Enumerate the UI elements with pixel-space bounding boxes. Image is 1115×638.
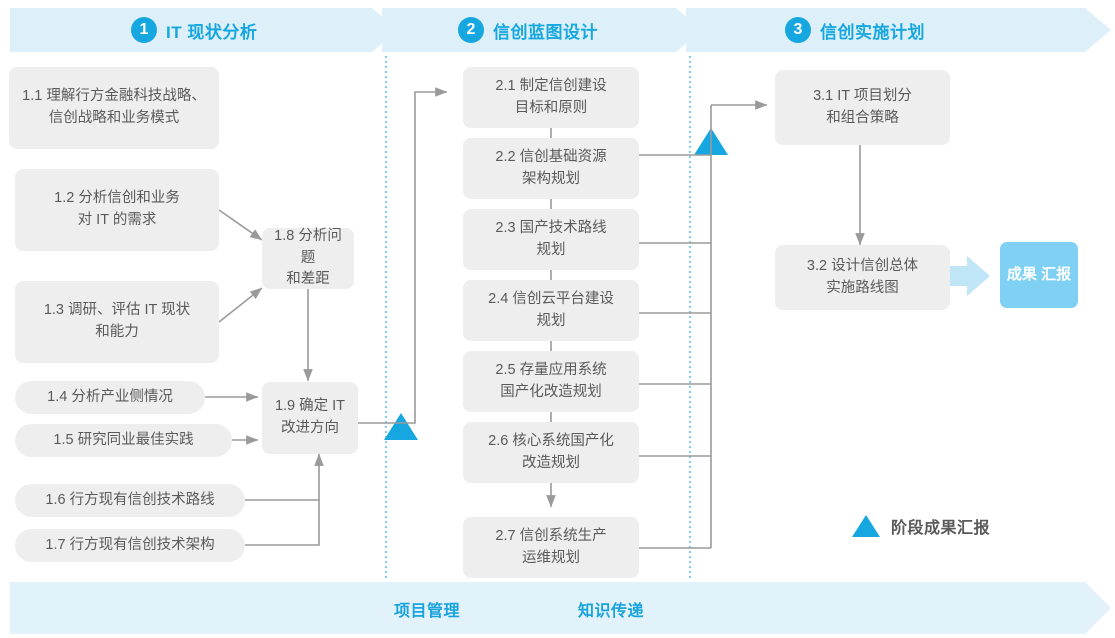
node-1-9-line1: 1.9 确定 IT	[274, 398, 346, 415]
node-1-3-line1: 1.3 调研、评估 IT 现状	[43, 302, 191, 319]
edge-17-to-19	[245, 500, 320, 546]
node-3-1-line2: 和组合策略	[826, 109, 899, 126]
node-3-2-line2: 实施路线图	[826, 279, 899, 296]
phase-title-1: IT 现状分析	[166, 22, 258, 42]
phase-header-2[interactable]: 2 信创蓝图设计	[458, 8, 598, 52]
node-2-3-line2: 规划	[536, 241, 566, 258]
node-3-2-line1: 3.2 设计信创总体	[806, 257, 919, 274]
node-2-1[interactable]: 2.1 制定信创建设 目标和原则	[463, 67, 639, 128]
node-1-7-label: 1.7 行方现有信创技术架构	[45, 536, 215, 553]
node-1-2-line1: 1.2 分析信创和业务	[54, 190, 180, 207]
node-2-1-line1: 2.1 制定信创建设	[495, 77, 607, 94]
node-3-1-line1: 3.1 IT 项目划分	[813, 87, 912, 104]
result-line1: 成果	[1006, 265, 1037, 283]
edge-12-to-18	[218, 209, 263, 241]
node-2-1-line2: 目标和原则	[514, 99, 588, 116]
footer-banner	[10, 582, 1111, 634]
node-2-6-line1: 2.6 核心系统国产化	[488, 432, 614, 449]
node-2-5[interactable]: 2.5 存量应用系统 国产化改造规划	[463, 351, 639, 412]
node-1-4-label: 1.4 分析产业侧情况	[47, 388, 173, 405]
legend-milestone: 阶段成果汇报	[852, 514, 990, 538]
node-2-2-line2: 架构规划	[522, 170, 580, 187]
node-1-8-line1: 1.8 分析问题	[274, 227, 342, 266]
phase-number-3: 3	[785, 17, 811, 43]
node-2-5-line1: 2.5 存量应用系统	[495, 361, 607, 378]
node-1-2-line2: 对 IT 的需求	[77, 212, 157, 228]
node-1-2[interactable]: 1.2 分析信创和业务 对 IT 的需求	[15, 169, 219, 251]
milestone-triangle-icon	[852, 515, 880, 537]
node-2-6-line2: 改造规划	[522, 454, 580, 471]
node-3-2[interactable]: 3.2 设计信创总体 实施路线图	[775, 245, 950, 310]
footer-label-project-management[interactable]: 项目管理	[394, 603, 461, 620]
node-1-9-line2: 改进方向	[280, 420, 339, 436]
node-1-7[interactable]: 1.7 行方现有信创技术架构	[15, 529, 245, 562]
node-3-1[interactable]: 3.1 IT 项目划分 和组合策略	[775, 70, 950, 145]
node-1-4[interactable]: 1.4 分析产业侧情况	[15, 381, 205, 414]
phase-number-1: 1	[131, 17, 157, 43]
node-2-7[interactable]: 2.7 信创系统生产 运维规划	[463, 517, 639, 578]
node-1-9[interactable]: 1.9 确定 IT 改进方向	[262, 382, 358, 454]
milestone-triangle-phase1	[384, 413, 418, 440]
phase-number-2: 2	[458, 17, 484, 43]
node-2-2[interactable]: 2.2 信创基础资源 架构规划	[463, 138, 639, 199]
phase-header-3[interactable]: 3 信创实施计划	[785, 8, 925, 52]
node-2-3[interactable]: 2.3 国产技术路线 规划	[463, 209, 639, 270]
node-2-4-line2: 规划	[536, 312, 566, 329]
result-line2: 汇报	[1041, 265, 1072, 283]
phase-header-1[interactable]: 1 IT 现状分析	[131, 8, 257, 52]
node-1-8-line2: 和差距	[286, 271, 330, 288]
node-2-2-line1: 2.2 信创基础资源	[495, 148, 607, 165]
node-2-6[interactable]: 2.6 核心系统国产化 改造规划	[463, 422, 639, 483]
node-1-3-line2: 和能力	[95, 324, 139, 340]
node-1-8[interactable]: 1.8 分析问题 和差距	[262, 228, 354, 289]
result-report-box[interactable]: 成果 汇报	[1000, 242, 1078, 308]
node-1-1[interactable]: 1.1 理解行方金融科技战略、 信创战略和业务模式	[9, 67, 219, 149]
footer-label-knowledge-transfer[interactable]: 知识传递	[578, 603, 645, 620]
node-2-3-line1: 2.3 国产技术路线	[495, 219, 607, 236]
node-2-4-line1: 2.4 信创云平台建设	[488, 290, 614, 307]
edge-16-to-19	[245, 453, 324, 501]
node-2-5-line2: 国产化改造规划	[500, 383, 602, 400]
node-1-6-label: 1.6 行方现有信创技术路线	[45, 491, 215, 508]
node-1-5-label: 1.5 研究同业最佳实践	[53, 431, 194, 448]
phase-title-2: 信创蓝图设计	[493, 22, 598, 42]
edge-19-to-21	[358, 87, 448, 424]
node-1-3[interactable]: 1.3 调研、评估 IT 现状 和能力	[15, 281, 219, 363]
node-1-1-line1: 1.1 理解行方金融科技战略、	[22, 88, 206, 105]
node-2-7-line1: 2.7 信创系统生产	[495, 527, 607, 544]
node-2-4[interactable]: 2.4 信创云平台建设 规划	[463, 280, 639, 341]
milestone-triangle-phase2	[694, 128, 728, 155]
edge-13-to-18	[218, 287, 263, 323]
node-1-6[interactable]: 1.6 行方现有信创技术路线	[15, 484, 245, 517]
legend-label: 阶段成果汇报	[891, 520, 991, 537]
node-2-7-line2: 运维规划	[522, 549, 580, 566]
phase-title-3: 信创实施计划	[820, 22, 925, 42]
node-1-5[interactable]: 1.5 研究同业最佳实践	[15, 424, 232, 457]
node-1-1-line2: 信创战略和业务模式	[48, 110, 180, 126]
